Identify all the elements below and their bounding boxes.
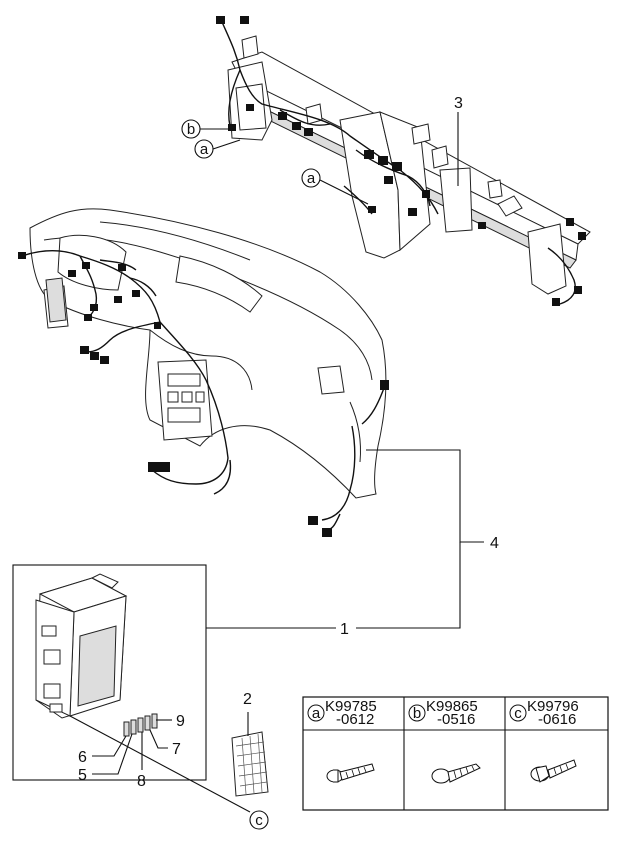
callout-2: 2	[243, 691, 252, 708]
callout-9: 9	[176, 713, 185, 730]
leader-4-to-1	[356, 542, 461, 629]
fastener-col-b: b K99865 -0516	[408, 698, 481, 784]
pad-part-2	[231, 712, 269, 797]
fastener-c-part-line2: -0616	[538, 711, 576, 728]
main-harness	[18, 250, 389, 537]
instrument-panel	[29, 208, 387, 499]
callout-4: 4	[490, 535, 499, 552]
fastener-a-ref: a	[312, 705, 321, 722]
fastener-col-a: a K99785 -0612	[307, 698, 377, 783]
fuse-leaders	[69, 715, 251, 813]
circle-ref-b-label: b	[187, 121, 195, 138]
callout-6: 6	[78, 749, 87, 766]
fastener-b-part-line1: K99865	[426, 698, 478, 715]
callout-8: 8	[137, 773, 146, 790]
fastener-a-part-line1: K99785	[325, 698, 377, 715]
callout-7: 7	[172, 741, 181, 758]
circle-ref-a-label: a	[200, 141, 209, 158]
fastener-table: a K99785 -0612 b K99865 -0516	[302, 696, 609, 811]
fastener-a-part-line2: -0612	[336, 711, 374, 728]
circle-ref-a-top: a	[194, 139, 241, 159]
fastener-col-c: c K99796 -0616	[509, 698, 579, 783]
fastener-c-part-line1: K99796	[527, 698, 579, 715]
callout-1: 1	[340, 621, 349, 638]
callout-3: 3	[454, 95, 463, 112]
junction-box-frame	[12, 564, 207, 781]
fastener-b-ref: b	[413, 705, 421, 722]
circle-ref-a-mid: a	[301, 168, 369, 205]
circle-ref-c-label: c	[255, 812, 263, 829]
callout-5: 5	[78, 767, 87, 784]
flange-bolt-icon	[326, 763, 375, 783]
fastener-c-ref: c	[514, 705, 522, 722]
circle-ref-a-mid-label: a	[307, 170, 316, 187]
circle-ref-c-bottom: c	[249, 810, 269, 830]
circle-ref-b-top: b	[181, 119, 230, 139]
junction-box	[35, 573, 158, 737]
fastener-b-part-line2: -0516	[437, 711, 475, 728]
crossmember-wiring	[216, 16, 586, 306]
hex-flange-bolt-icon	[530, 759, 577, 783]
tapping-screw-icon	[431, 763, 481, 784]
leader-4	[366, 449, 484, 543]
